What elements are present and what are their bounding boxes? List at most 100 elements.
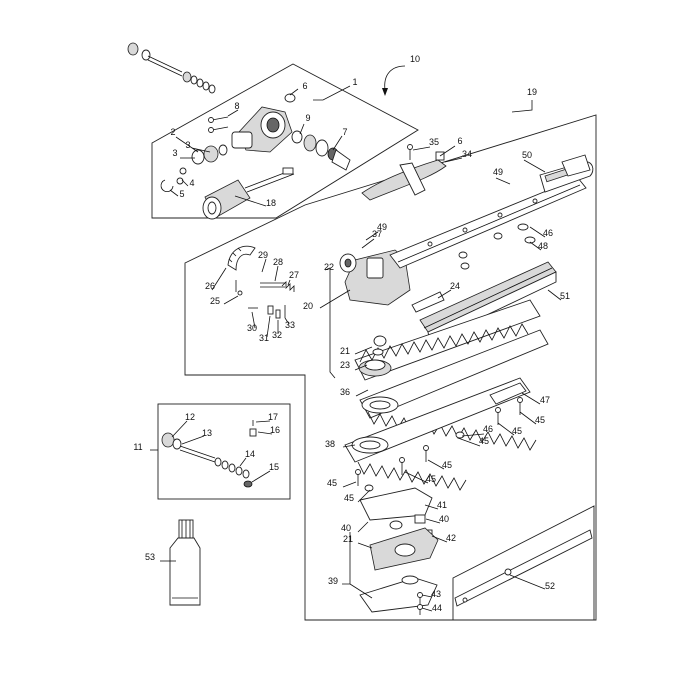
callout-c12: 12 [185, 412, 195, 422]
callout-c38: 38 [325, 439, 335, 449]
callout-c26: 26 [205, 281, 215, 291]
callout-c17: 17 [268, 412, 278, 422]
arrow-icon [384, 65, 406, 91]
gearbox-cover-39 [359, 527, 439, 613]
callout-c30: 30 [247, 323, 257, 333]
callout-c35: 35 [429, 137, 439, 147]
callout-c50: 50 [522, 150, 532, 160]
callout-c4: 4 [189, 178, 194, 188]
callout-c53: 53 [145, 552, 155, 562]
blade-guard-group-frame [452, 505, 595, 621]
callout-c37: 37 [372, 229, 382, 239]
callout-c45c: 45 [479, 436, 489, 446]
bearing-set-left [160, 144, 228, 192]
callout-c15: 15 [269, 462, 279, 472]
callout-c45g: 45 [344, 493, 354, 503]
bolt-kit-parts [161, 420, 257, 488]
screws-45 [355, 397, 523, 492]
plate-47 [489, 382, 527, 405]
callout-c42: 42 [446, 533, 456, 543]
callout-c44: 44 [432, 603, 442, 613]
callout-c9: 9 [305, 113, 310, 123]
cutting-blade-lower [359, 329, 549, 451]
callout-c3b: 3 [172, 148, 177, 158]
callout-c1: 1 [352, 77, 357, 87]
callout-c36: 36 [340, 387, 350, 397]
plate-24 [411, 291, 445, 313]
callout-labels: 1233456678910111213141516171819202121222… [133, 54, 570, 613]
callout-c20: 20 [303, 301, 313, 311]
callout-c7: 7 [342, 127, 347, 137]
callout-c28: 28 [273, 257, 283, 267]
callout-c29: 29 [258, 250, 268, 260]
cutter-assembly-frame [184, 114, 597, 621]
callout-c40b: 40 [439, 514, 449, 524]
callout-c49a: 49 [493, 167, 503, 177]
callout-c45a: 45 [535, 415, 545, 425]
blade-bar-19 [389, 177, 587, 269]
bearing-set-right [291, 130, 351, 171]
pin-28 [260, 282, 285, 288]
callout-c43: 43 [431, 589, 441, 599]
callout-c18: 18 [266, 198, 276, 208]
callout-c32: 32 [272, 330, 282, 340]
switch-lever-26 [227, 245, 256, 271]
gearbox-20 [339, 249, 411, 306]
callout-c16: 16 [270, 425, 280, 435]
callout-c13: 13 [202, 428, 212, 438]
callout-c51: 51 [560, 291, 570, 301]
callout-c47: 47 [540, 395, 550, 405]
gear-shaft-18 [202, 167, 295, 220]
callout-c45b: 45 [512, 426, 522, 436]
callout-c19: 19 [527, 87, 537, 97]
callout-c6b: 6 [457, 136, 462, 146]
callout-c21b: 21 [343, 534, 353, 544]
cutting-blade-upper [354, 299, 541, 381]
callout-c40a: 40 [341, 523, 351, 533]
spring-27 [281, 281, 295, 292]
callout-c34: 34 [462, 149, 472, 159]
guard-rail-52 [454, 529, 593, 607]
callout-c22: 22 [324, 262, 334, 272]
callout-c3a: 3 [185, 140, 190, 150]
gear-head-group-frame [151, 63, 419, 219]
small-parts-30-33 [235, 280, 286, 319]
arrowhead-icon [382, 88, 388, 96]
callout-c2: 2 [170, 127, 175, 137]
gear-head-housing [231, 93, 296, 153]
callout-c45e: 45 [426, 474, 436, 484]
callout-c24: 24 [450, 281, 460, 291]
callout-c5: 5 [179, 189, 184, 199]
callout-c45f: 45 [327, 478, 337, 488]
end-cap-50 [539, 154, 594, 193]
callout-c41: 41 [437, 500, 447, 510]
drive-shaft-screw [127, 42, 216, 94]
grease-tube-53 [169, 519, 201, 606]
callout-c10: 10 [410, 54, 420, 64]
callout-c31: 31 [259, 333, 269, 343]
lower-blade-38 [344, 377, 531, 491]
screws-43-44 [417, 592, 423, 615]
callout-c11: 11 [133, 442, 142, 452]
leader-lines [150, 85, 562, 612]
callout-c6a: 6 [302, 81, 307, 91]
callout-c46b: 46 [483, 424, 493, 434]
callout-c46a: 46 [543, 228, 553, 238]
screws-8 [208, 116, 229, 133]
callout-c52: 52 [545, 581, 555, 591]
bolt-kit-frame [157, 403, 291, 500]
callout-c39: 39 [328, 576, 338, 586]
callout-c49b: 49 [377, 222, 387, 232]
callout-c8: 8 [234, 101, 239, 111]
callout-c45d: 45 [442, 460, 452, 470]
callout-c25: 25 [210, 296, 220, 306]
callout-c23: 23 [340, 360, 350, 370]
handle-34 [361, 144, 447, 201]
callout-c33: 33 [285, 320, 295, 330]
callout-c27: 27 [289, 270, 299, 280]
crank-36 [358, 335, 392, 377]
callout-c48: 48 [538, 241, 548, 251]
callout-c14: 14 [245, 449, 255, 459]
washers-46-48 [458, 223, 536, 270]
